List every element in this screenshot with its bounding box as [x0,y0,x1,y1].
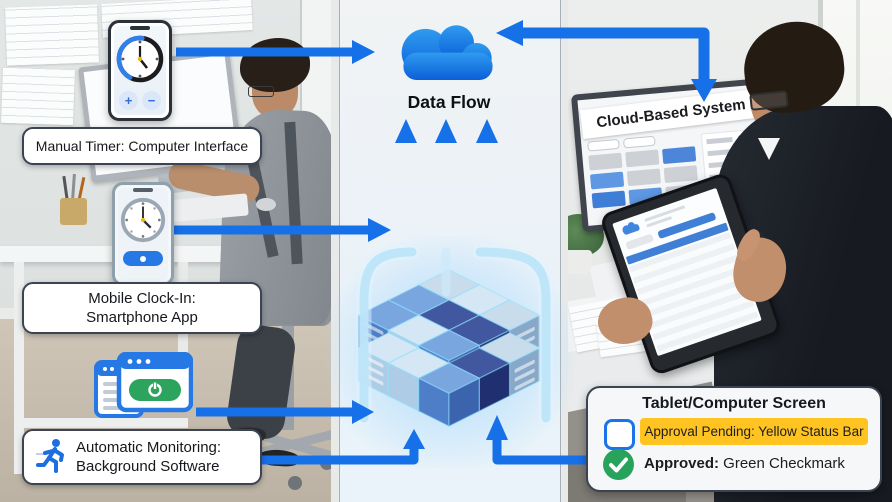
minus-button: − [142,91,161,110]
desk-bar [14,418,188,428]
card-title: Tablet/Computer Screen [642,395,826,412]
window-mullion [856,0,860,198]
phone-notch [133,188,153,192]
pending-status-bar: Approval Pending: Yellow Status Bar [640,418,868,445]
chair-wheel [288,476,302,490]
browser-windows-icon [93,351,194,418]
clock-in-button-dot [140,256,146,262]
data-flow-title: Data Flow [407,92,491,112]
tablet-cloud-logo [622,222,640,235]
plus-button: + [119,91,138,110]
mouse [256,198,276,211]
wall-paper-sheet [1,66,75,126]
pen [77,176,86,201]
power-icon [148,382,162,397]
phone-notch [130,26,150,30]
label-manual-timer: Manual Timer: Computer Interface [22,127,262,165]
tablet [598,171,783,377]
approved-row-text: Approved: Green Checkmark [644,455,845,472]
wall-paper-sheet [5,4,99,66]
person-glasses [248,86,274,97]
status-legend-card: Tablet/Computer Screen Approval Pending:… [586,386,882,492]
label-auto-monitoring: Automatic Monitoring: Background Softwar… [22,429,262,485]
timer-phone: + − [108,20,172,121]
cloud-icon [384,14,512,94]
tablet-screen [612,187,762,357]
label-mobile-clockin: Mobile Clock-In: Smartphone App [22,282,262,334]
person-hair [240,38,310,92]
pen-cup [60,198,87,225]
approved-check-icon [603,449,634,480]
checkbox-pending-icon [604,419,635,450]
pen [71,173,76,201]
runner-icon [36,439,64,473]
clock-icon [120,197,166,243]
pen [62,175,69,201]
clockin-phone [112,182,174,286]
desk-leg [14,262,24,474]
clock-icon [116,35,164,83]
data-cube-cluster [338,248,560,448]
